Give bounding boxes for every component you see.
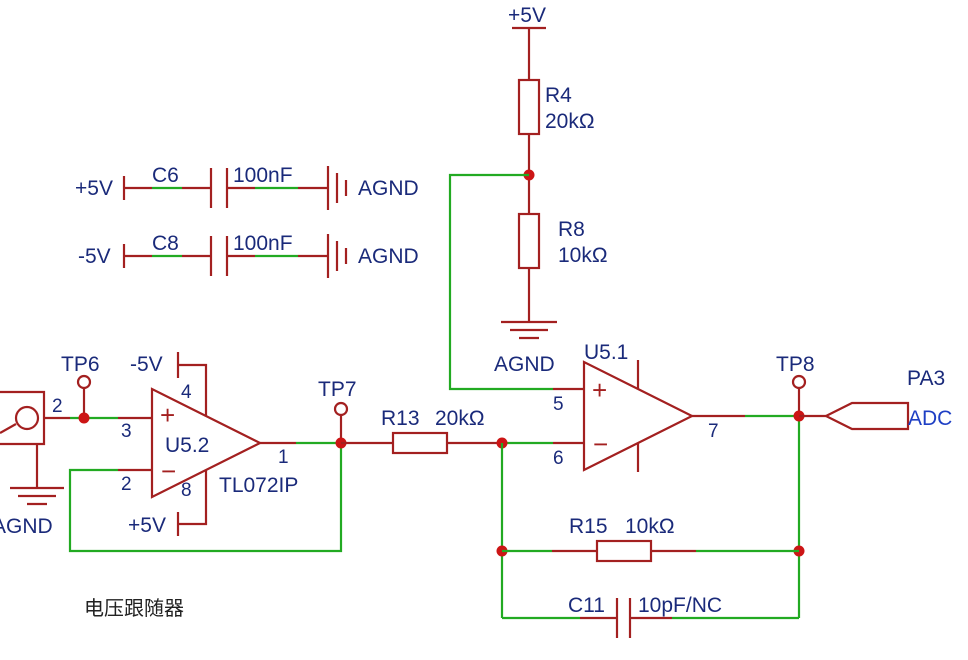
u52-pin8-number: 8 — [181, 480, 192, 501]
r8-resistor[interactable] — [517, 212, 541, 270]
r8-value: 10kΩ — [558, 244, 608, 267]
divider-to-u51-wire — [448, 173, 553, 391]
r4-ref: R4 — [545, 84, 572, 107]
tp6-ring — [76, 374, 92, 390]
r13-resistor[interactable] — [391, 431, 449, 455]
u52-pin3-number: 3 — [121, 421, 132, 442]
u52-minus-sign: − — [161, 456, 176, 486]
u52-pin8-lead — [178, 470, 208, 526]
u51-pin7-number: 7 — [708, 421, 719, 442]
connector-pin-number: 2 — [52, 396, 63, 417]
port-net-label: PA3 — [907, 367, 945, 390]
divider-ground-label: AGND — [494, 353, 555, 376]
u52-plus-sign: + — [160, 400, 175, 430]
connector-socket — [14, 405, 40, 431]
tp7-label: TP7 — [318, 378, 357, 401]
u52-neg-rail-label: -5V — [130, 353, 163, 376]
c8-gnd-label: AGND — [358, 245, 419, 268]
port-arrow — [823, 401, 910, 431]
adc-output-port[interactable]: PA3 ADC — [799, 367, 952, 431]
c8-ref: C8 — [152, 232, 179, 255]
connector-stub — [0, 423, 17, 434]
r13-ref: R13 — [381, 407, 420, 430]
r13-resistor-group: R13 20kΩ — [341, 407, 502, 455]
tp6-testpoint[interactable]: TP6 — [61, 353, 100, 418]
u52-pin2-number: 2 — [121, 474, 132, 495]
voltage-divider: +5V R4 20kΩ R8 10kΩ AGND — [494, 4, 608, 376]
r4-value: 20kΩ — [545, 110, 595, 133]
u52-part: TL072IP — [219, 474, 298, 497]
r15-ref: R15 — [569, 515, 608, 538]
r4-resistor[interactable] — [517, 78, 541, 136]
follower-caption: 电压跟随器 — [84, 596, 184, 620]
r15-resistor-group: R15 10kΩ — [502, 515, 799, 563]
u52-opamp[interactable]: + − U5.2 TL072IP 3 2 1 4 8 -5V +5V — [118, 352, 298, 537]
r15-resistor[interactable] — [595, 539, 653, 563]
u51-minus-sign: − — [593, 429, 608, 459]
u52-pos-rail-label: +5V — [128, 514, 166, 537]
r13-value: 20kΩ — [435, 407, 485, 430]
c8-value: 100nF — [233, 232, 293, 255]
divider-supply-label: +5V — [508, 4, 546, 27]
tp8-ring — [791, 374, 807, 390]
u52-ref: U5.2 — [165, 434, 209, 457]
u51-opamp[interactable]: + − U5.1 5 6 7 — [553, 341, 745, 472]
c11-value: 10pF/NC — [638, 594, 722, 617]
port-signal-label: ADC — [908, 407, 952, 430]
connector-gnd-label: AGND — [0, 515, 53, 538]
tp7-ring — [333, 401, 349, 417]
decoupling-c8: -5V C8 100nF AGND — [78, 232, 419, 278]
r8-ref: R8 — [558, 218, 585, 241]
c6-ref: C6 — [152, 164, 179, 187]
input-connector: AGND 2 — [0, 390, 70, 538]
c11-ref: C11 — [568, 594, 605, 617]
c8-rail-label: -5V — [78, 245, 111, 268]
c6-gnd-label: AGND — [358, 177, 419, 200]
tp8-testpoint[interactable]: TP8 — [776, 353, 815, 416]
u51-plus-sign: + — [592, 375, 607, 405]
u52-pin4-lead — [178, 363, 208, 416]
u51-pin5-number: 5 — [553, 394, 564, 415]
tp6-label: TP6 — [61, 353, 100, 376]
tp7-testpoint[interactable]: TP7 — [318, 378, 357, 443]
u52-pin4-number: 4 — [181, 382, 192, 403]
r15-value: 10kΩ — [625, 515, 675, 538]
u51-pin6-number: 6 — [553, 448, 564, 469]
u51-ref: U5.1 — [584, 341, 628, 364]
tp8-label: TP8 — [776, 353, 815, 376]
c6-rail-label: +5V — [75, 177, 113, 200]
tp6-junction — [78, 412, 90, 424]
c11-capacitor-group: C11 10pF/NC — [502, 594, 799, 638]
decoupling-c6: +5V C6 100nF AGND — [75, 164, 419, 210]
u52-pin1-number: 1 — [278, 447, 289, 468]
c6-value: 100nF — [233, 164, 293, 187]
follower-feedback-wire — [68, 443, 343, 553]
